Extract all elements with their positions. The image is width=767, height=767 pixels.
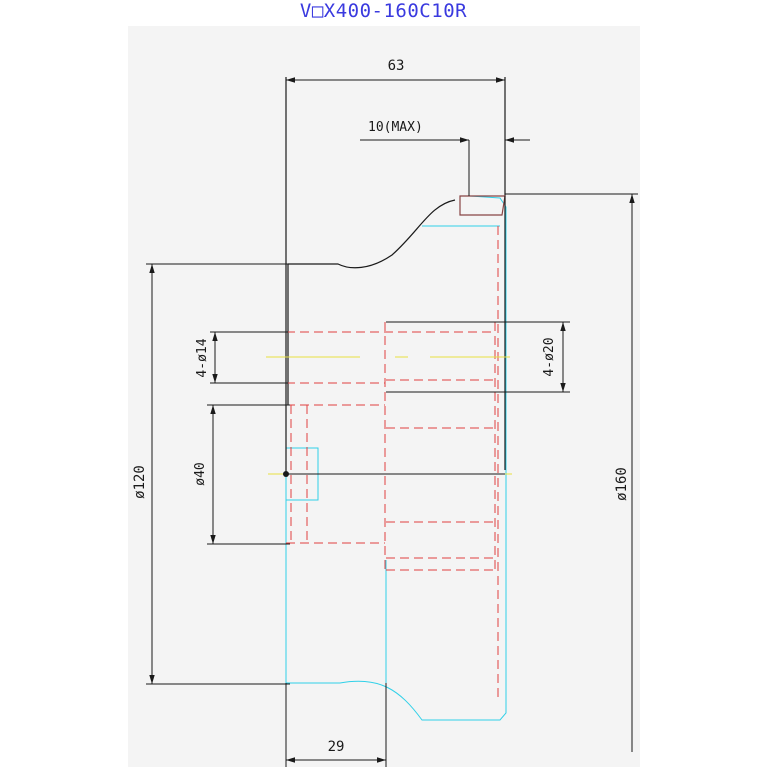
dim-body-diameter: [146, 263, 290, 685]
dim-hub-length-label: 29: [328, 739, 345, 755]
dim-small-holes-label: 4-ø14: [195, 338, 210, 377]
dim-bore-diameter-label: ø40: [193, 462, 208, 485]
drawing-title: V□X400-160C10R: [299, 0, 468, 22]
dim-outer-diameter: [505, 193, 638, 752]
dim-flange-max-label: 10(MAX): [368, 120, 423, 135]
hidden-lines: [286, 226, 499, 700]
origin-point: [283, 471, 289, 477]
dim-small-holes: [210, 331, 288, 384]
dim-bore-diameter: [207, 404, 290, 545]
dim-large-holes-label: 4-ø20: [542, 337, 557, 376]
dim-outer-diameter-label: ø160: [614, 467, 630, 501]
drawing-area: [128, 26, 640, 767]
dim-hub-length: [285, 683, 387, 767]
dim-body-diameter-label: ø120: [132, 465, 148, 499]
dim-large-holes: [386, 321, 570, 393]
dim-flange-max: [360, 137, 530, 196]
dim-overall-length-label: 63: [388, 58, 405, 74]
part-outline: [285, 77, 506, 474]
